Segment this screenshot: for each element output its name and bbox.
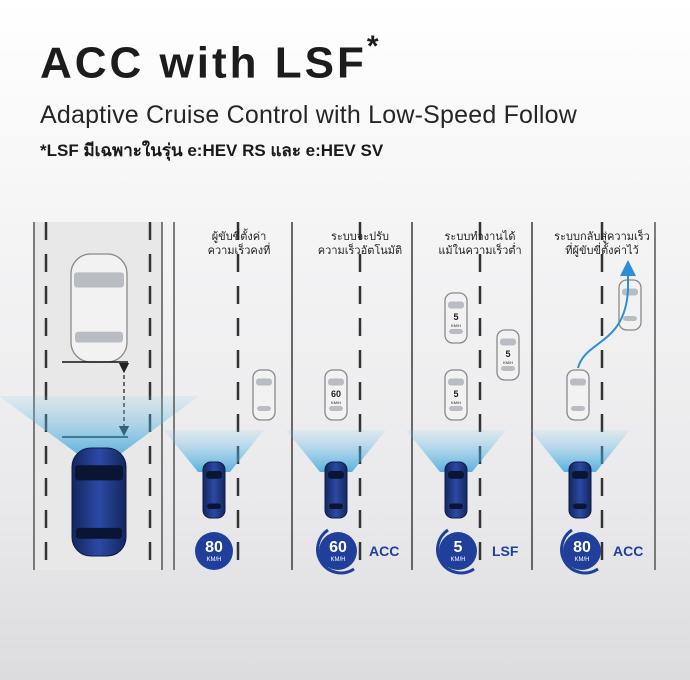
car-windshield — [206, 470, 222, 479]
lead-car-icon — [252, 369, 276, 421]
caption-line: ที่ผู้ขับขี่ตั้งค่าไว้ — [565, 245, 639, 257]
car-windshield — [570, 378, 586, 386]
title-text: ACC with LSF — [40, 38, 367, 88]
caption-line: ระบบกลับสู่ความเร็ว — [554, 231, 650, 243]
panel-4-caption: ระบบทำงานได้แม้ในความเร็วต่ำ — [415, 230, 545, 258]
car-body — [324, 461, 348, 519]
ego-car-icon — [71, 447, 127, 557]
panel-5-caption: ระบบกลับสู่ความเร็วที่ผู้ขับขี่ตั้งค่าไว… — [537, 230, 667, 258]
caption-line: แม้ในความเร็วต่ำ — [438, 245, 522, 257]
car-rear-window — [76, 527, 122, 539]
lead-car-speed: 60 — [331, 389, 341, 399]
car-body — [70, 253, 128, 363]
lead-car-speed: 5 — [453, 312, 458, 322]
mode-label: ACC — [613, 543, 644, 559]
car-body — [566, 369, 590, 421]
car-rear-window — [571, 406, 585, 411]
lead-car-icon: 5KM/H — [444, 369, 468, 421]
speed-value: 5 — [453, 539, 463, 556]
caption-line: ความเร็วอัตโนมัติ — [317, 245, 403, 257]
car-rear-window — [623, 316, 637, 321]
speed-unit: KM/H — [450, 557, 466, 563]
car-rear-window — [75, 331, 123, 343]
car-body — [568, 461, 592, 519]
speed-ring-arc — [436, 528, 475, 575]
car-rear-window — [329, 406, 343, 411]
car-rear-window — [573, 503, 587, 510]
car-body — [444, 461, 468, 519]
lead-car-speed: 5 — [453, 389, 458, 399]
speed-ring-arc — [560, 528, 599, 575]
car-rear-window — [449, 406, 463, 411]
caption-line: ระบบจะปรับ — [330, 231, 389, 243]
sensor-beam-icon — [286, 430, 386, 472]
car-rear-window — [501, 366, 515, 371]
car-rear-window — [257, 406, 271, 411]
speed-badge-icon — [319, 532, 357, 570]
car-windshield — [448, 378, 464, 386]
lane-change-arrow-icon — [577, 260, 636, 369]
lead-car-icon — [70, 253, 128, 363]
speed-value: 80 — [573, 539, 591, 556]
sensor-beam-icon — [530, 430, 630, 472]
lead-car-unit: KM/H — [451, 400, 461, 405]
sensor-beam-icon — [0, 396, 199, 458]
sensor-beam-icon — [406, 430, 506, 472]
speed-badge-icon — [195, 532, 233, 570]
ego-car-icon — [444, 461, 468, 519]
speed-unit: KM/H — [330, 557, 346, 563]
car-body — [618, 279, 642, 331]
car-windshield — [448, 470, 464, 479]
car-body — [71, 447, 127, 557]
lead-car-icon: 5KM/H — [444, 292, 468, 344]
car-windshield — [448, 301, 464, 309]
page-subtitle: Adaptive Cruise Control with Low-Speed F… — [40, 101, 578, 129]
caption-line: ความเร็วคงที่ — [207, 245, 271, 257]
car-windshield — [74, 272, 124, 288]
speed-ring-arc — [316, 528, 355, 575]
car-windshield — [500, 338, 516, 346]
ego-car-icon — [324, 461, 348, 519]
car-rear-window — [207, 503, 221, 510]
mode-label: ACC — [369, 543, 400, 559]
speed-value: 60 — [329, 539, 347, 556]
ego-car-icon — [568, 461, 592, 519]
car-windshield — [256, 378, 272, 386]
speed-unit: KM/H — [206, 557, 222, 563]
car-rear-window — [449, 503, 463, 510]
speed-unit: KM/H — [574, 557, 590, 563]
speed-value: 80 — [205, 539, 223, 556]
car-windshield — [572, 470, 588, 479]
car-windshield — [75, 465, 123, 481]
car-rear-window — [329, 503, 343, 510]
lead-car-unit: KM/H — [331, 400, 341, 405]
caption-line: ผู้ขับขี่ตั้งค่า — [211, 231, 267, 243]
page-title: ACC with LSF* — [40, 32, 382, 88]
mode-label: LSF — [492, 543, 519, 559]
lead-car-speed: 5 — [505, 349, 510, 359]
speed-badge-icon — [563, 532, 601, 570]
lead-car-icon — [566, 369, 590, 421]
panel-2-caption: ผู้ขับขี่ตั้งค่าความเร็วคงที่ — [174, 230, 304, 258]
model-note: *LSF มีเฉพาะในรุ่น e:HEV RS และ e:HEV SV — [40, 141, 384, 160]
lead-car-icon: 5KM/H — [496, 329, 520, 381]
lead-car-icon — [618, 279, 642, 331]
lead-car-unit: KM/H — [503, 360, 513, 365]
title-mark: * — [366, 30, 382, 63]
ego-car-icon — [202, 461, 226, 519]
speed-badge-icon — [439, 532, 477, 570]
car-body — [202, 461, 226, 519]
car-body — [252, 369, 276, 421]
car-rear-window — [449, 329, 463, 334]
car-windshield — [622, 288, 638, 296]
sensor-beam-icon — [164, 430, 264, 472]
panel-3-caption: ระบบจะปรับความเร็วอัตโนมัติ — [295, 230, 425, 258]
car-windshield — [328, 470, 344, 479]
lead-car-unit: KM/H — [451, 323, 461, 328]
car-windshield — [328, 378, 344, 386]
caption-line: ระบบทำงานได้ — [444, 231, 516, 243]
